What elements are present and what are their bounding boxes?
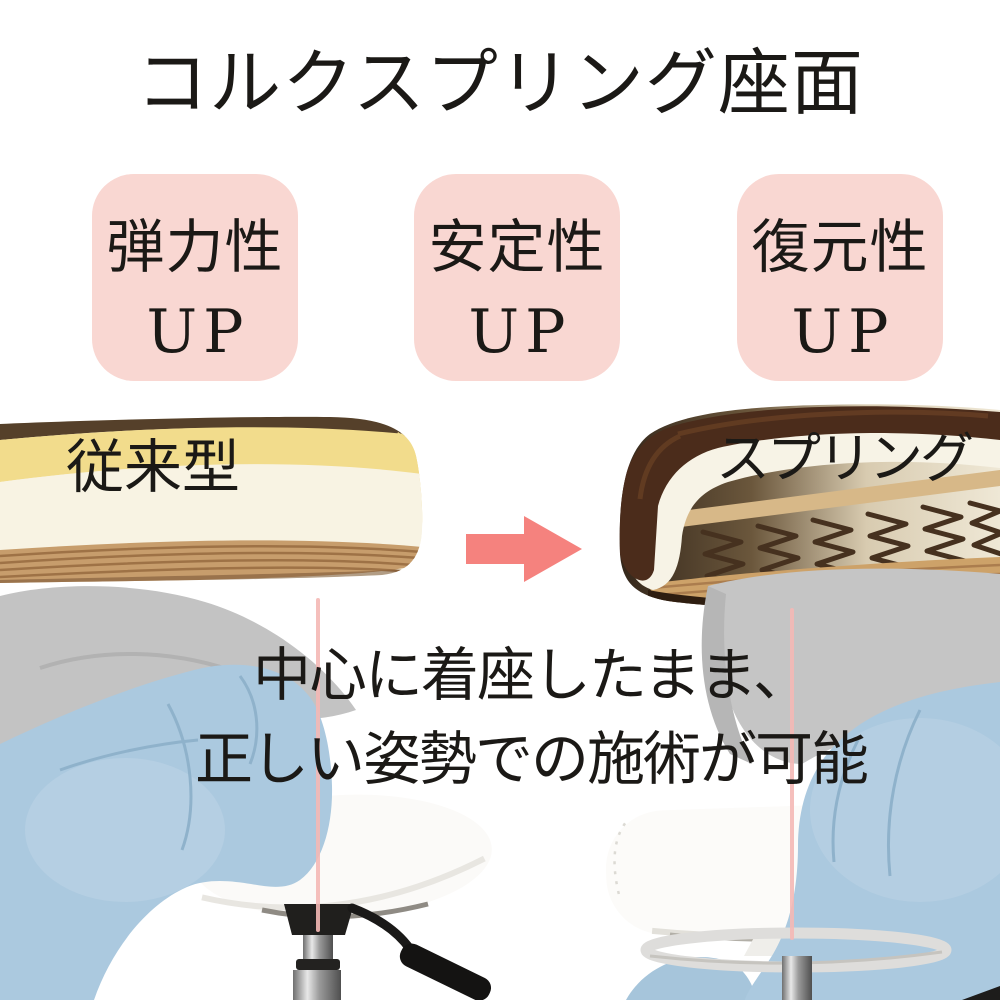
white-foam-layer: [0, 464, 423, 550]
page-title: コルクスプリング座面: [136, 41, 864, 125]
leather-highlights: [637, 409, 989, 500]
feature-up-text: UP: [791, 297, 895, 367]
caption-line-1: 中心に着座したまま、: [253, 641, 811, 709]
after-label: スプリング: [716, 427, 974, 490]
conventional-cushion-photo: [0, 416, 423, 583]
right-arrow-icon: [466, 516, 582, 582]
jeans-seams: [831, 709, 922, 877]
yellow-foam-layer: [0, 427, 423, 482]
hoodie-sleeve: [701, 586, 752, 764]
feature-label: 弾力性: [106, 213, 284, 281]
jeans-highlight: [810, 718, 1000, 902]
white-foam-layer: [627, 423, 1000, 590]
center-axis-line-left: [316, 598, 320, 932]
feature-label: 復元性: [751, 213, 929, 281]
feature-badge-stability: 安定性 UP: [414, 174, 620, 381]
feature-up-text: UP: [468, 297, 572, 367]
height-lever-arm: [347, 903, 415, 954]
lever-corner-fragment: [962, 986, 1000, 1000]
hoodie-fold: [39, 651, 231, 672]
pole-collar: [296, 959, 340, 970]
feature-badge-elasticity: 弾力性 UP: [92, 174, 298, 381]
feature-label: 安定性: [428, 213, 606, 281]
caption-line-2: 正しい姿勢での施術が可能: [194, 725, 869, 793]
before-label: 従来型: [66, 433, 241, 501]
feature-up-text: UP: [146, 297, 250, 367]
gas-lift-pole: [782, 956, 812, 1000]
jeans-highlight: [25, 758, 225, 902]
gas-lift-pole: [303, 935, 333, 961]
plywood-grain-lines: [0, 544, 423, 579]
leather-cover: [619, 406, 1000, 581]
pole-lower-cylinder: [293, 970, 341, 1000]
jeans-seams: [59, 675, 259, 851]
center-axis-line-right: [790, 608, 794, 940]
height-lever-handle: [399, 943, 492, 1000]
upper-wood-frame: [673, 470, 1000, 528]
spring-stool-photo: [605, 568, 1000, 1000]
feature-badge-resilience: 復元性 UP: [737, 174, 943, 381]
